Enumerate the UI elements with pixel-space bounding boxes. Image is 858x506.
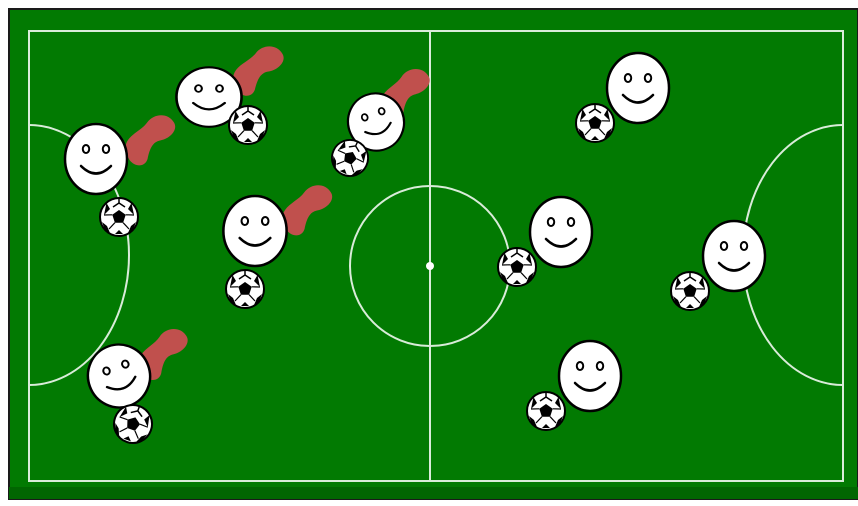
smiley-face-icon: [703, 221, 765, 291]
soccer-ball-icon[interactable]: [100, 198, 138, 236]
soccer-ball-icon[interactable]: [226, 270, 264, 308]
smiley-face-icon: [530, 197, 592, 267]
smiley-face-icon: [223, 196, 286, 266]
soccer-ball-icon[interactable]: [671, 272, 709, 310]
smiley-face-icon: [65, 124, 127, 194]
soccer-ball-icon[interactable]: [229, 106, 267, 144]
soccer-ball-icon[interactable]: [527, 392, 565, 430]
soccer-ball-icon[interactable]: [576, 104, 614, 142]
pitch-bottom-strip: [9, 487, 858, 499]
center-spot: [426, 262, 434, 270]
smiley-face-icon: [607, 53, 669, 123]
smiley-face-icon: [559, 341, 621, 411]
soccer-ball-icon[interactable]: [498, 248, 536, 286]
